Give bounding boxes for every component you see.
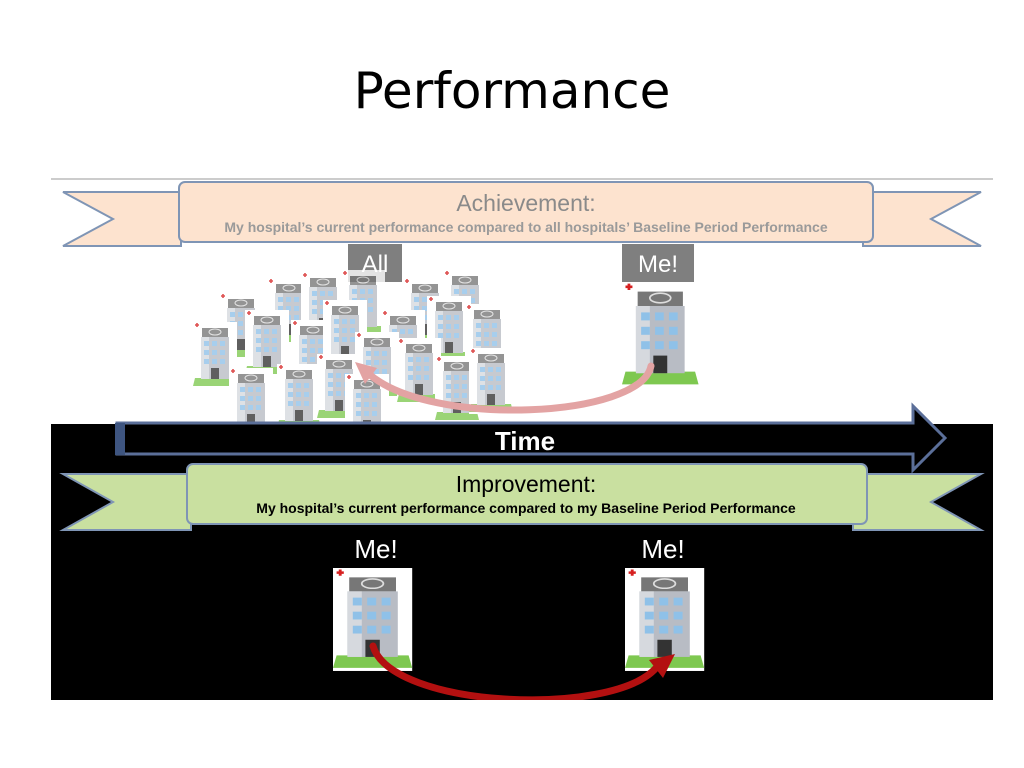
me-label-baseline: Me! xyxy=(354,534,397,564)
achievement-arrow xyxy=(365,362,655,414)
improvement-subtitle: My hospital’s current performance compar… xyxy=(256,500,796,516)
improvement-banner: Improvement: My hospital’s current perfo… xyxy=(59,463,985,531)
hospital-building-icon xyxy=(620,280,700,389)
slide-title: Performance xyxy=(353,62,671,120)
improvement-arrow xyxy=(369,642,660,700)
performance-diagram: Achievement: My hospital’s current perfo… xyxy=(51,178,993,700)
achievement-banner: Achievement: My hospital’s current perfo… xyxy=(62,181,982,247)
hospital-building-icon xyxy=(331,566,414,673)
achievement-subtitle: My hospital’s current performance compar… xyxy=(224,219,827,235)
me-label-achievement: Me! xyxy=(638,251,678,278)
me-label-current: Me! xyxy=(641,534,684,564)
time-arrow: Time xyxy=(115,402,948,474)
improvement-heading: Improvement: xyxy=(456,471,597,497)
time-label: Time xyxy=(495,426,555,456)
achievement-heading: Achievement: xyxy=(456,190,595,216)
hospital-building-icon xyxy=(623,566,706,673)
hospital-cluster xyxy=(192,269,514,441)
